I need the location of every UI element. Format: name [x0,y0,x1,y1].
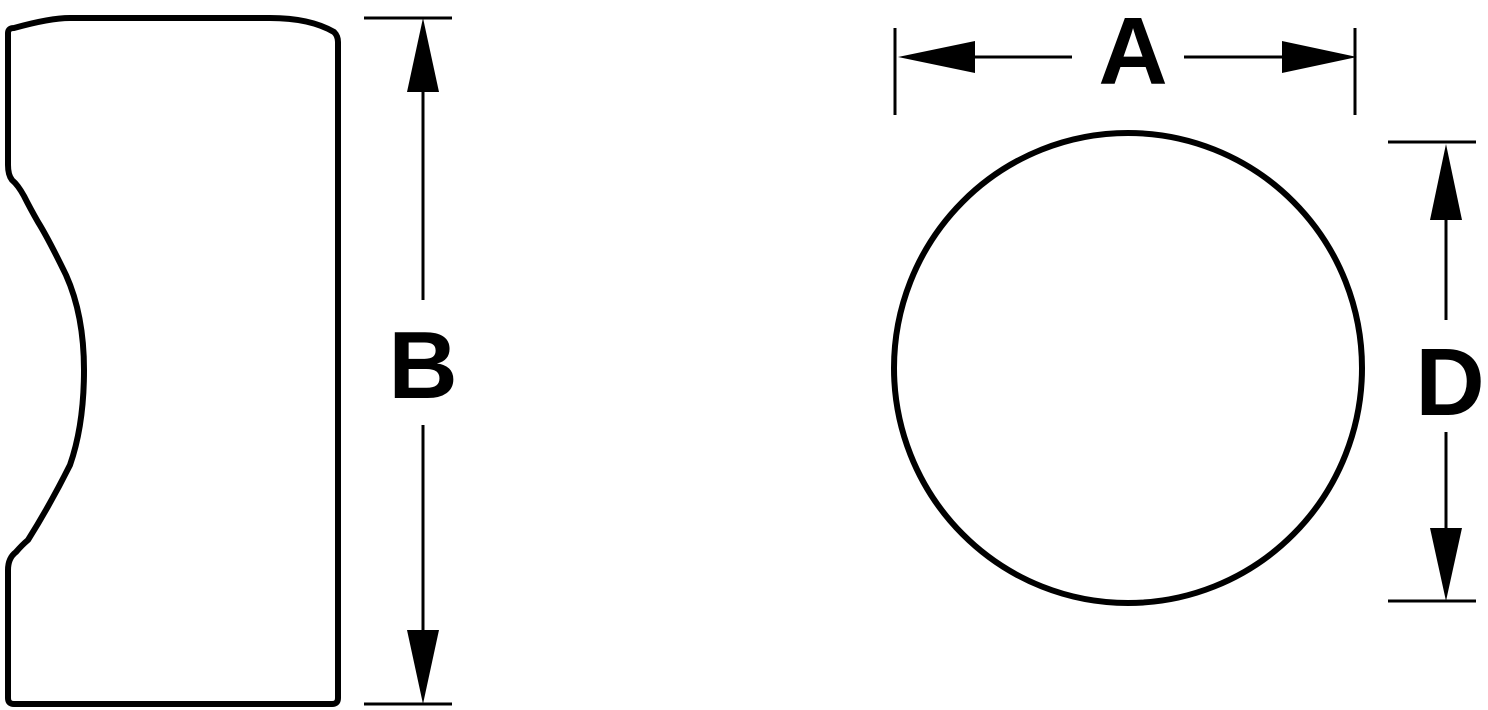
dimension-b-arrow-down [407,630,439,704]
side-view [5,15,341,707]
dimension-b-label: B [388,312,457,419]
dimension-b: B [364,16,458,706]
dimension-a: A [893,0,1357,115]
side-view-outline [5,15,341,707]
dimension-d-arrow-down [1430,528,1462,601]
dimension-a-arrow-right [1282,41,1357,73]
dimension-d-arrow-up [1430,144,1462,220]
dimension-d-label: D [1415,329,1484,436]
top-view [891,130,1365,606]
dimension-b-arrow-up [407,18,439,92]
dimension-a-label: A [1098,0,1167,105]
top-view-circle [891,130,1365,606]
dimension-d: D [1388,140,1485,603]
dimension-a-arrow-left [898,41,975,73]
